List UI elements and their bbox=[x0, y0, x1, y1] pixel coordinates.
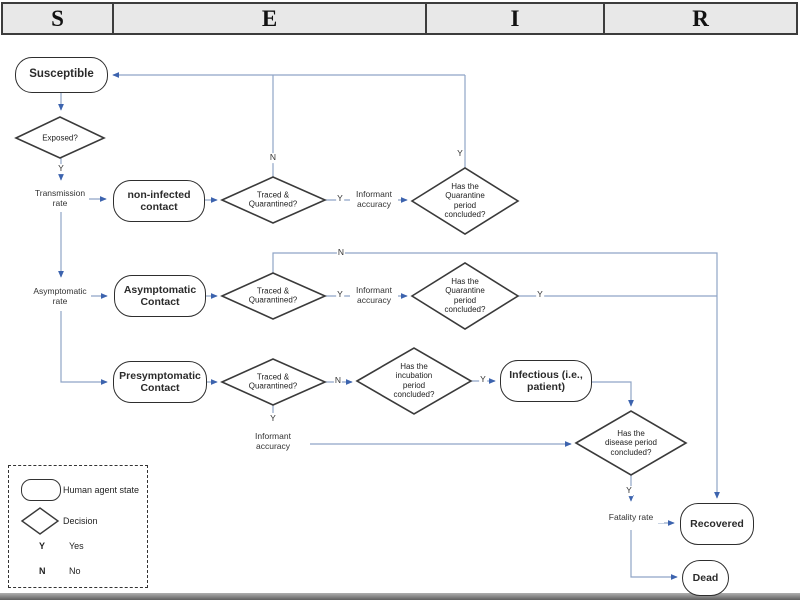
decision-traced2-label: Traced & Quarantined? bbox=[248, 286, 298, 305]
node-recovered-label: Recovered bbox=[690, 517, 744, 530]
bottom-window-edge bbox=[0, 593, 800, 600]
lane-e-label: E bbox=[261, 5, 278, 31]
legend-n-value: No bbox=[69, 566, 81, 576]
lane-r-label: R bbox=[692, 5, 709, 31]
label-informant-accuracy-3: Informant accuracy bbox=[247, 431, 299, 452]
lane-r: R bbox=[605, 4, 796, 33]
decision-shapes bbox=[14, 116, 688, 535]
node-asymptomatic-contact-label: Asymptomatic Contact bbox=[123, 283, 197, 308]
swimlane-header: S E I R bbox=[1, 2, 798, 35]
node-dead-label: Dead bbox=[692, 571, 719, 584]
decision-exposed-label: Exposed? bbox=[42, 133, 78, 143]
node-susceptible-label: Susceptible bbox=[29, 68, 94, 81]
label-asymptomatic-rate: Asymptomatic rate bbox=[29, 286, 91, 307]
edge-down-presymptomatic bbox=[60, 311, 108, 385]
edge-fatality-dead bbox=[630, 530, 678, 580]
label-quarantine1-yes-up: Y bbox=[456, 148, 464, 159]
decision-incubation-shape bbox=[355, 347, 473, 415]
decision-disease-shape bbox=[574, 410, 688, 476]
node-presymptomatic-contact-label: Presymptomatic Contact bbox=[119, 369, 201, 394]
label-quarantine2-yes: Y bbox=[536, 289, 544, 300]
decision-exposed-shape bbox=[14, 116, 106, 159]
legend-state-label: Human agent state bbox=[63, 485, 140, 495]
legend-state-shape bbox=[21, 479, 61, 501]
node-infectious-label: Infectious (i.e., patient) bbox=[509, 368, 583, 393]
lane-e: E bbox=[114, 4, 427, 33]
label-traced1-no: N bbox=[268, 152, 278, 163]
label-traced3-yes: Y bbox=[269, 413, 277, 424]
label-traced1-yes: Y bbox=[336, 193, 344, 204]
edge-infectious-disease bbox=[591, 381, 634, 407]
decision-quarantine1-label: Has the Quarantine period concluded? bbox=[444, 182, 486, 220]
label-exposed-yes: Y bbox=[57, 163, 65, 174]
decision-traced2-shape bbox=[220, 272, 327, 320]
decision-quarantine1-shape bbox=[410, 167, 520, 235]
label-disease-yes: Y bbox=[625, 485, 633, 496]
label-transmission-rate: Transmission rate bbox=[31, 188, 89, 209]
label-informant-accuracy-2: Informant accuracy bbox=[350, 285, 398, 306]
decision-quarantine2-label: Has the Quarantine period concluded? bbox=[444, 277, 486, 315]
decision-traced3-label: Traced & Quarantined? bbox=[248, 372, 298, 391]
decision-traced1-label: Traced & Quarantined? bbox=[248, 190, 298, 209]
edge-traced2-no-recovered bbox=[272, 252, 720, 499]
label-informant-accuracy-1: Informant accuracy bbox=[350, 189, 398, 210]
node-presymptomatic-contact: Presymptomatic Contact bbox=[113, 361, 207, 403]
node-infectious: Infectious (i.e., patient) bbox=[500, 360, 592, 402]
node-recovered: Recovered bbox=[680, 503, 754, 545]
lane-s: S bbox=[3, 4, 114, 33]
label-fatality-rate: Fatality rate bbox=[598, 512, 664, 523]
legend-decision-shape bbox=[20, 507, 60, 535]
node-non-infected-contact-label: non-infected contact bbox=[127, 188, 191, 213]
legend-box: Human agent state Decision Y Yes N No bbox=[8, 465, 148, 588]
legend-y-key: Y bbox=[39, 541, 46, 551]
label-traced2-yes: Y bbox=[336, 289, 344, 300]
decision-disease-label: Has the disease period concluded? bbox=[604, 428, 658, 457]
decision-traced3-shape bbox=[220, 358, 327, 406]
node-asymptomatic-contact: Asymptomatic Contact bbox=[114, 275, 206, 317]
decision-quarantine2-shape bbox=[410, 262, 520, 330]
legend-decision-label: Decision bbox=[63, 516, 98, 526]
lane-i: I bbox=[427, 4, 605, 33]
decision-traced1-shape bbox=[220, 176, 327, 224]
lane-i-label: I bbox=[510, 5, 520, 31]
node-non-infected-contact: non-infected contact bbox=[113, 180, 205, 222]
lane-s-label: S bbox=[51, 5, 64, 31]
decision-incubation-label: Has the incubation period concluded? bbox=[393, 362, 435, 400]
connectors bbox=[58, 72, 720, 580]
label-incubation-yes: Y bbox=[479, 374, 487, 385]
legend-y-value: Yes bbox=[69, 541, 84, 551]
label-traced2-no: N bbox=[336, 247, 346, 258]
node-susceptible: Susceptible bbox=[15, 57, 108, 93]
node-dead: Dead bbox=[682, 560, 729, 596]
label-traced3-no: N bbox=[333, 375, 343, 386]
legend-n-key: N bbox=[39, 566, 46, 576]
